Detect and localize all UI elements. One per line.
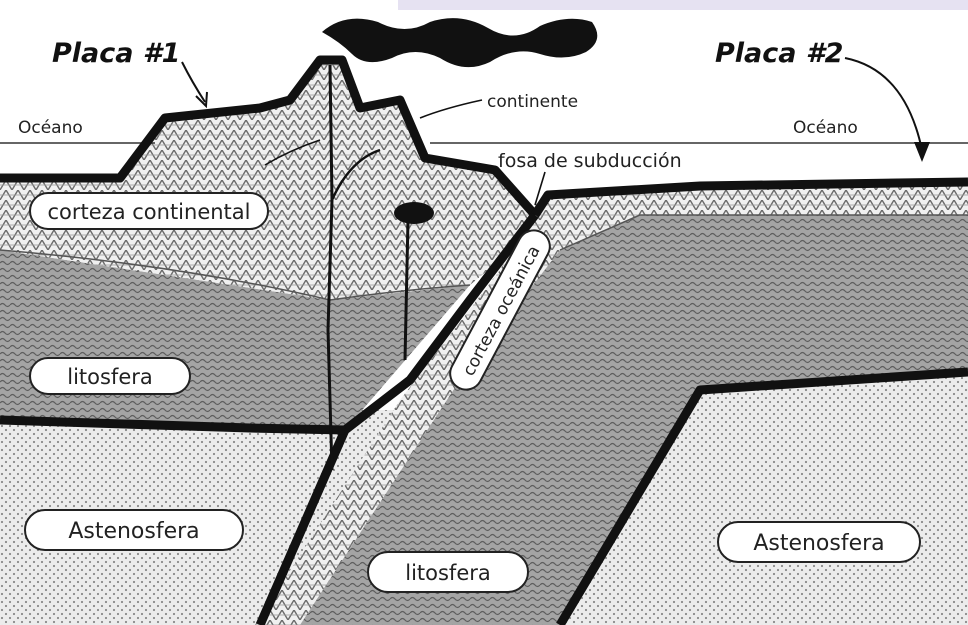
continent-label: continente bbox=[487, 92, 578, 112]
magma-chamber bbox=[394, 202, 434, 224]
top-band bbox=[398, 0, 968, 10]
plate2-title: Placa #2 bbox=[715, 38, 843, 69]
lithosphere-left-label: litosfera bbox=[67, 365, 153, 389]
asthenosphere-right-label: Astenosfera bbox=[753, 531, 884, 556]
ocean-left-label: Océano bbox=[18, 118, 83, 138]
lithosphere-slab-label: litosfera bbox=[405, 561, 491, 585]
trench-label: fosa de subducción bbox=[498, 150, 682, 172]
asthenosphere-left-label: Astenosfera bbox=[68, 519, 199, 544]
ocean-right-label: Océano bbox=[793, 118, 858, 138]
plate1-title: Placa #1 bbox=[52, 38, 180, 69]
continental-crust-label: corteza continental bbox=[48, 200, 251, 224]
